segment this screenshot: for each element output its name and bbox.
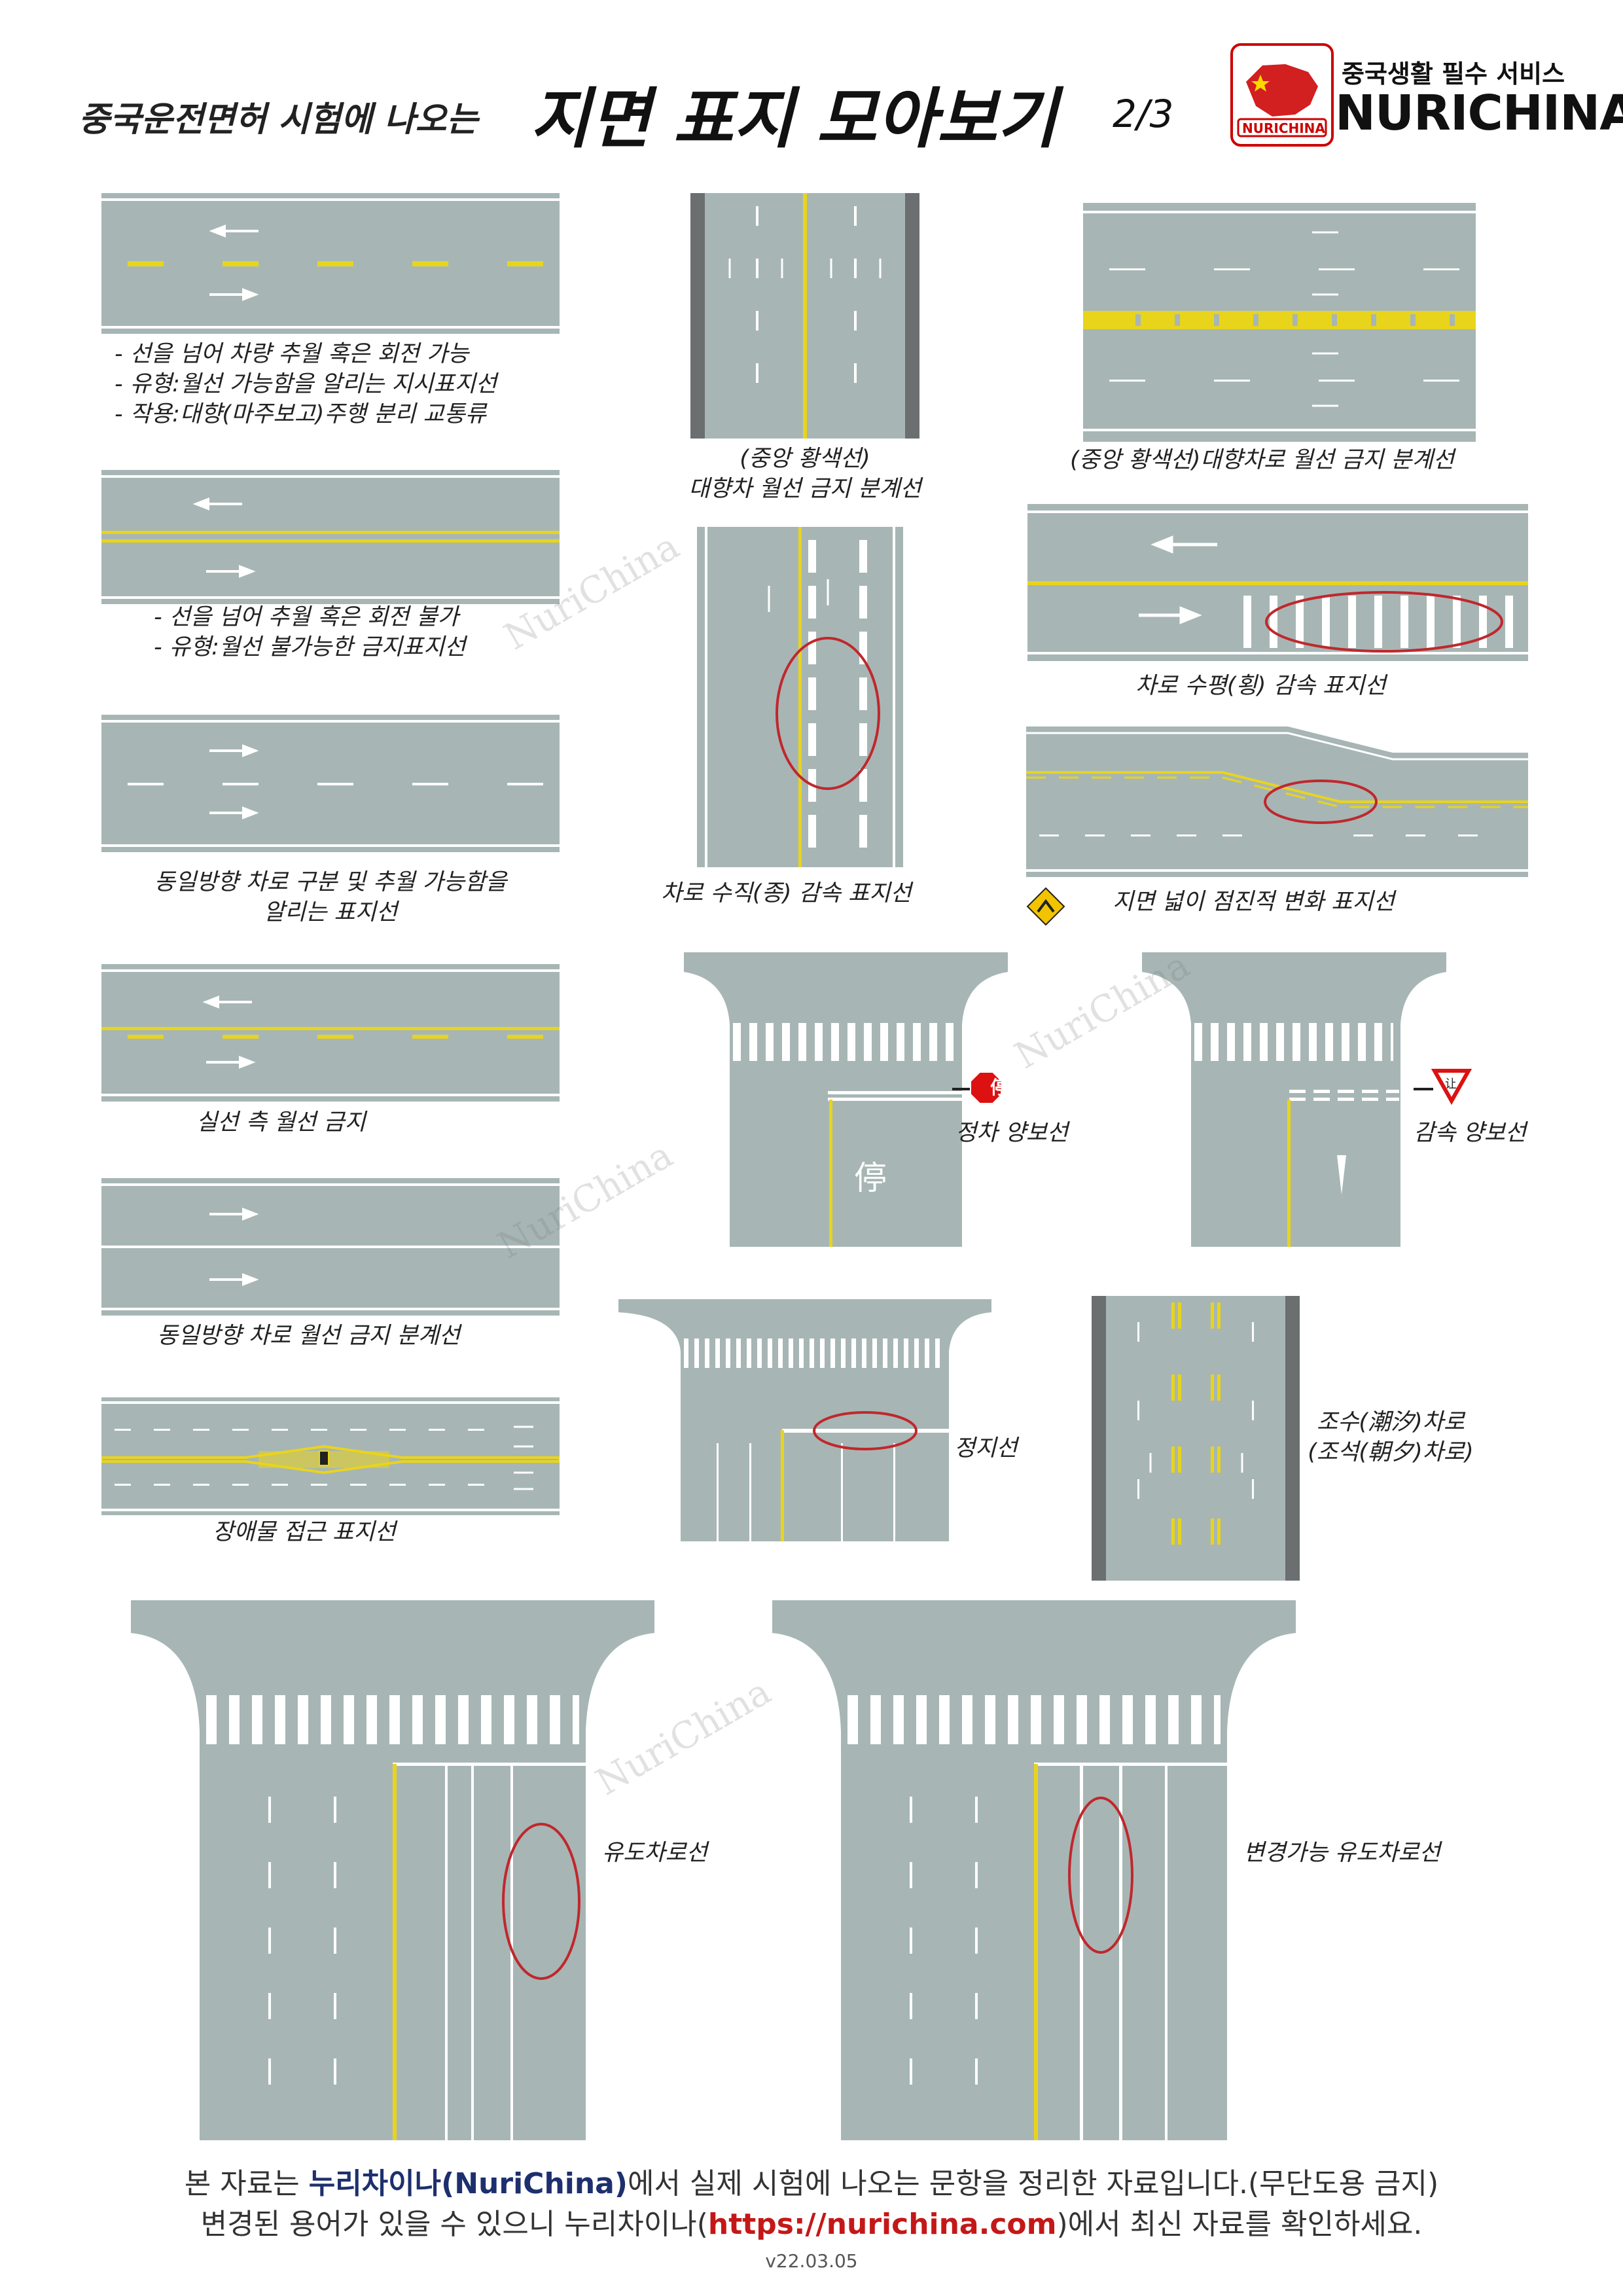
intersection-stop-line [618,1299,991,1541]
caption-stop-yield: 정차 양보선 [955,1120,1069,1146]
version-label: v22.03.05 [765,2250,858,2272]
logo-badge-text: NURICHINA [1242,120,1325,136]
footer-line-1: 본 자료는 누리차이나(NuriChina)에서 실제 시험에 나오는 문항을 … [0,2160,1623,2202]
road-yellow-hatch-center [1083,203,1476,442]
road-white-dashed-same-direction [101,715,560,852]
page-title: 지면 표지 모아보기 [530,81,1058,157]
caption-r2: 차로 수평(횡) 감속 표지선 [1135,673,1386,699]
stop-road-marking-text: 停 [854,1159,887,1197]
caption-1-line-1: - 선을 넘어 차량 추월 혹은 회전 가능 [115,341,469,367]
intersection-guide-lane [131,1600,654,2140]
caption-5: 동일방향 차로 월선 금지 분계선 [157,1323,461,1349]
header-subtitle: 중국운전면허 시험에 나오는 [79,100,478,139]
road-vertical-yellow-center [690,193,919,439]
caption-r3: 지면 넓이 점진적 변화 표지선 [1113,889,1395,915]
yield-sign-icon [1414,1069,1472,1105]
lane-change-sign-icon [1026,887,1065,926]
road-yellow-dashed-center [101,193,560,334]
road-double-yellow-solid [101,470,560,604]
intersection-slow-yield [1142,952,1446,1247]
road-tidal-lane [1092,1296,1300,1581]
caption-2-line-1: - 선을 넘어 추월 혹은 회전 불가 [154,604,459,630]
caption-m1: (중앙 황색선) 대향차 월선 금지 분계선 [625,444,985,504]
caption-variable-guide-lane: 변경가능 유도차로선 [1243,1840,1440,1866]
road-white-solid-same-direction [101,1178,560,1316]
caption-tidal-line-1: 조수(潮汐)차로 [1316,1409,1465,1435]
caption-4: 실선 측 월선 금지 [196,1109,366,1136]
road-horizontal-deceleration [1027,504,1528,661]
road-vertical-deceleration [697,527,903,867]
intersection-variable-guide-lane [772,1600,1296,2140]
footer-line-1-pre: 본 자료는 [184,2167,309,2200]
intersection-stop-yield [684,952,1008,1247]
caption-3-line-2: 알리는 표지선 [263,899,398,925]
footer-line-1-post: 에서 실제 시험에 나오는 문항을 정리한 자료입니다.(무단도용 금지) [627,2167,1439,2200]
footer-line-2-pre: 변경된 용어가 있을 수 있으니 누리차이나( [200,2208,708,2241]
caption-2: - 선을 넘어 추월 혹은 회전 불가 - 유형:월선 불가능한 금지표지선 [154,602,465,662]
stop-sign-text: 停 [990,1077,1009,1098]
caption-tidal: 조수(潮汐)차로 (조석(朝夕)차로) [1293,1407,1489,1467]
caption-m2: 차로 수직(종) 감속 표지선 [661,880,912,906]
caption-tidal-line-2: (조석(朝夕)차로) [1308,1439,1474,1465]
road-width-transition [1026,726,1528,877]
caption-slow-yield: 감속 양보선 [1414,1120,1527,1146]
caption-2-line-2: - 유형:월선 불가능한 금지표지선 [154,634,466,660]
caption-1-line-3: - 작용:대향(마주보고)주행 분리 교통류 [115,401,487,427]
page-number: 2/3 [1113,92,1174,136]
caption-3-line-1: 동일방향 차로 구분 및 추월 가능함을 [154,869,507,895]
logo-tagline: 중국생활 필수 서비스 [1342,60,1565,88]
footer-url-link[interactable]: https://nurichina.com [707,2208,1057,2241]
caption-1: - 선을 넘어 차량 추월 혹은 회전 가능 - 유형:월선 가능함을 알리는 … [115,339,497,429]
footer-line-2: 변경된 용어가 있을 수 있으니 누리차이나(https://nurichina… [0,2200,1623,2242]
logo-name: NURICHINA [1335,85,1623,141]
china-map-icon [1237,64,1327,137]
caption-guide-lane: 유도차로선 [602,1840,708,1866]
caption-r1: (중앙 황색선)대향차로 월선 금지 분계선 [1070,447,1455,473]
footer-line-2-post: )에서 최신 자료를 확인하세요. [1056,2208,1423,2241]
caption-6: 장애물 접근 표지선 [213,1519,396,1545]
yield-sign-text: 让 [1445,1077,1457,1091]
road-obstacle-approach [101,1397,560,1515]
stop-sign-icon [952,1071,1003,1104]
caption-1-line-2: - 유형:월선 가능함을 알리는 지시표지선 [115,371,497,397]
footer-brand: 누리차이나(NuriChina) [308,2167,628,2200]
logo-mark: NURICHINA [1230,43,1334,147]
caption-m1-line-1: (중앙 황색선) [740,446,870,472]
caption-3: 동일방향 차로 구분 및 추월 가능함을 알리는 표지선 [101,867,560,927]
road-yellow-solid-dashed [101,964,560,1102]
caption-stop-line: 정지선 [954,1435,1018,1462]
caption-m1-line-2: 대향차 월선 금지 분계선 [688,476,921,502]
